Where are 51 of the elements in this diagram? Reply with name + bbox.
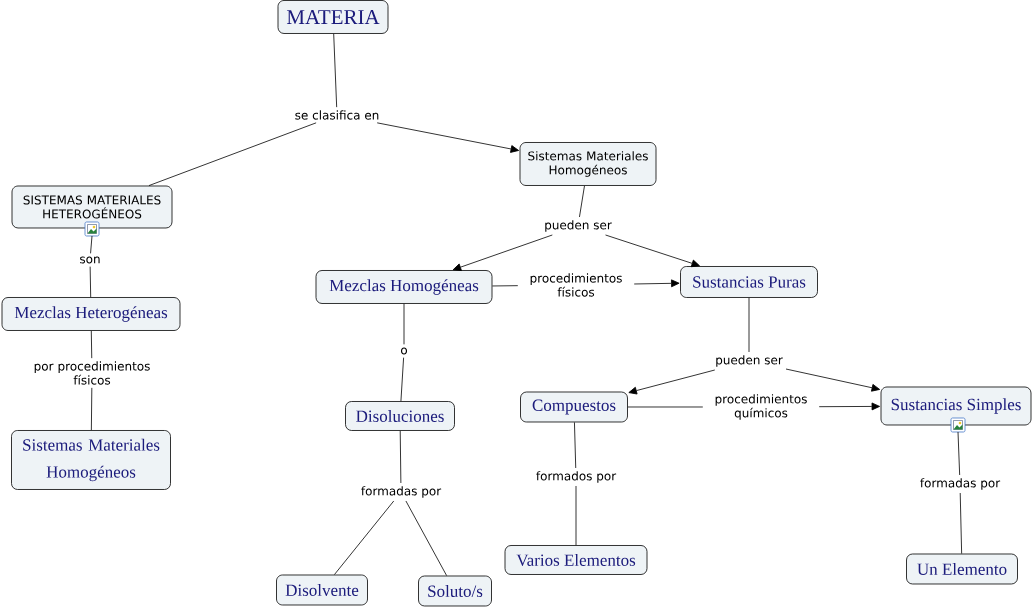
connector-line — [579, 185, 585, 218]
concept-box: Sistemas Materiales Homogéneos — [519, 142, 657, 186]
concept-box: Disolvente — [276, 574, 368, 606]
concept-box: Compuestos — [520, 391, 628, 423]
linking-phrase: pueden ser — [545, 220, 612, 232]
concept-box: MATERIA — [277, 0, 389, 34]
connector-line — [400, 357, 404, 402]
linking-phrase: por procedimientos físicos — [34, 361, 150, 385]
connector-line — [334, 500, 395, 575]
connector-line — [148, 122, 317, 186]
concept-box: Varios Elementos — [504, 545, 648, 575]
linking-phrase: formadas por — [361, 486, 442, 498]
linking-phrase: pueden ser — [716, 355, 783, 367]
concept-box: Mezclas Homogéneas — [315, 270, 493, 304]
connector-line — [748, 297, 750, 353]
concept-box: Disoluciones — [345, 401, 455, 431]
linking-phrase: o — [401, 347, 407, 355]
arrow — [818, 402, 880, 411]
connector-line — [403, 303, 405, 345]
linking-phrase: se clasifica en — [295, 110, 379, 120]
connector-line — [405, 500, 447, 576]
concept-box: Soluto/s — [418, 575, 492, 607]
connector-line — [89, 266, 92, 298]
concept-box: Un Elemento — [906, 553, 1018, 585]
linking-phrase: procedimientos físicos — [530, 273, 622, 297]
connector-line — [959, 492, 963, 554]
concept-box: Sustancias Puras — [680, 266, 818, 298]
concept-box: Sustancias Simples — [880, 386, 1032, 433]
arrow — [785, 368, 881, 392]
arrow — [633, 279, 680, 288]
arrow — [628, 369, 716, 395]
connector-line — [90, 387, 93, 431]
linking-phrase: formadas por — [920, 478, 1001, 490]
concept-box: Sistemas Materiales Homogéneos — [11, 430, 171, 490]
connector-line — [333, 33, 338, 108]
concept-box: Mezclas Heterogéneas — [1, 297, 181, 331]
connector-line — [575, 485, 577, 546]
connector-line — [492, 285, 519, 287]
arrow — [605, 234, 700, 268]
connector-line — [627, 406, 704, 408]
arrow — [452, 234, 553, 271]
connector-line — [90, 330, 93, 359]
linking-phrase: procedimientos químicos — [715, 394, 807, 420]
connector-line — [957, 431, 961, 476]
concept-box: SISTEMAS MATERIALES HETEROGÉNEOS — [11, 185, 173, 237]
arrow — [376, 122, 520, 153]
connector-line — [574, 422, 577, 469]
linking-phrase: son — [80, 256, 100, 264]
connector-line — [399, 430, 402, 484]
connector-line — [90, 235, 93, 254]
linking-phrase: formados por — [536, 471, 617, 483]
